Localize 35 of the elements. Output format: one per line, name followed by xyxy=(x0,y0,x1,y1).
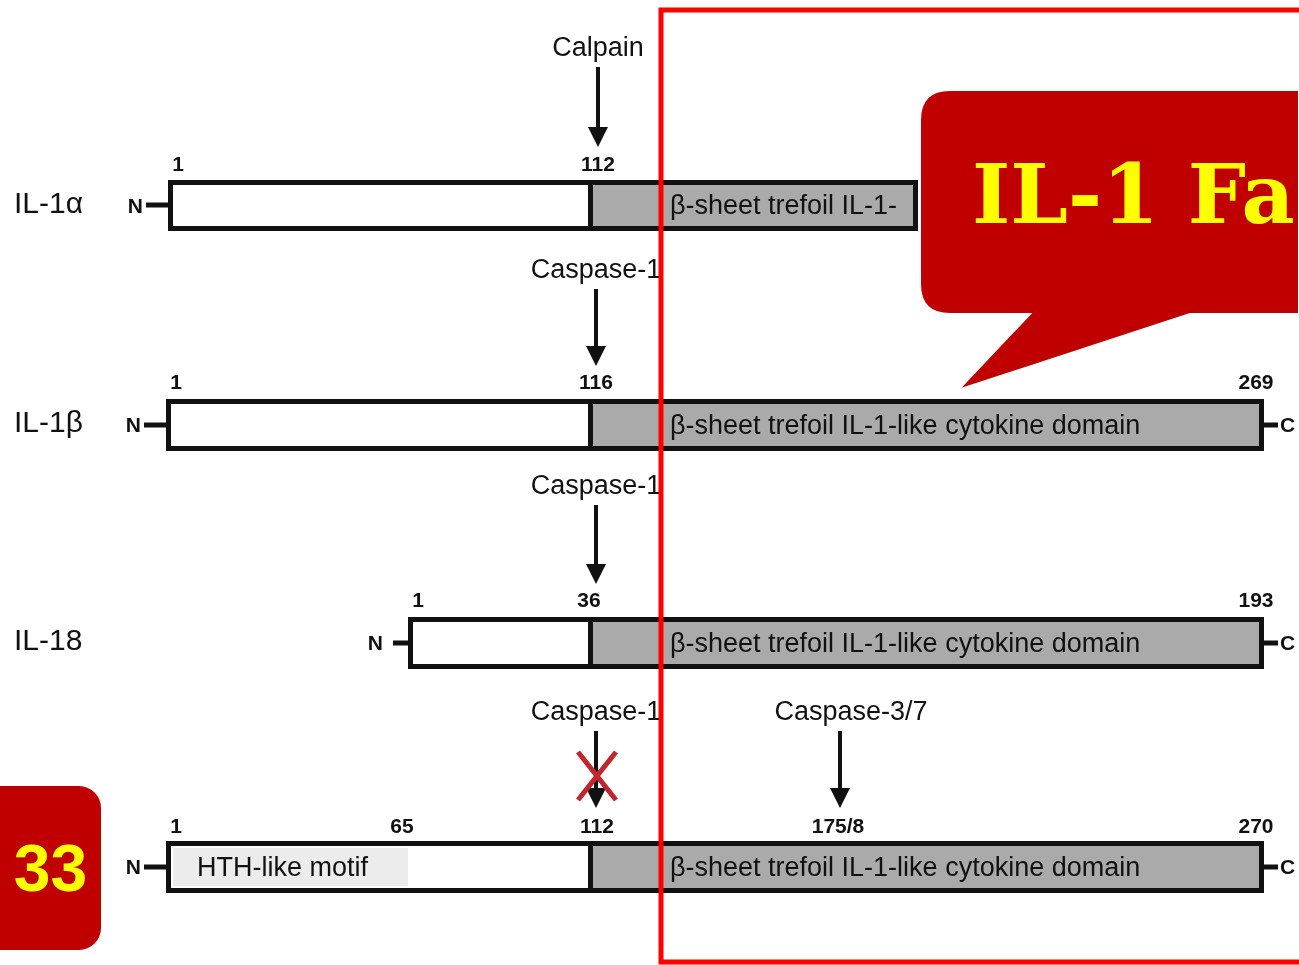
residue-number: 193 xyxy=(1238,588,1274,612)
residue-number: 116 xyxy=(579,370,613,394)
protease-label: Caspase-3/7 xyxy=(774,696,928,727)
residue-number: 1 xyxy=(170,370,182,394)
residue-number: 269 xyxy=(1238,370,1274,394)
residue-number: 175/8 xyxy=(811,814,865,838)
cleavage-arrow xyxy=(586,289,606,366)
terminus-label: C xyxy=(1280,413,1296,437)
terminus-label: C xyxy=(1280,631,1296,655)
motif-region: HTH-like motif xyxy=(173,848,408,886)
residue-number: 1 xyxy=(172,152,184,176)
protease-label: Calpain xyxy=(552,32,644,63)
protein-name: IL-18 xyxy=(14,623,83,657)
cleavage-arrow xyxy=(830,731,850,808)
cleavage-arrow xyxy=(588,67,608,147)
residue-number: 112 xyxy=(581,152,615,176)
terminus-label: C xyxy=(1280,855,1296,879)
number-badge: 33 xyxy=(0,786,101,950)
residue-number: 270 xyxy=(1238,814,1274,838)
residue-number: 36 xyxy=(577,588,601,612)
residue-number: 112 xyxy=(580,814,614,838)
residue-number: 1 xyxy=(170,814,182,838)
residue-number: 65 xyxy=(390,814,414,838)
terminus-label: N xyxy=(125,413,141,437)
protein-name: IL-1α xyxy=(14,186,84,220)
cleavage-arrow xyxy=(586,505,606,584)
terminus-label: N xyxy=(127,193,143,218)
residue-number: 1 xyxy=(412,588,424,612)
terminus-label: N xyxy=(367,631,383,655)
cleavage-arrow xyxy=(586,731,606,808)
protease-label: Caspase-1 xyxy=(530,254,662,285)
protease-label: Caspase-1 xyxy=(530,696,662,727)
terminus-label: N xyxy=(125,855,141,879)
protease-label: Caspase-1 xyxy=(530,470,662,501)
protein-name: IL-1β xyxy=(14,405,83,439)
